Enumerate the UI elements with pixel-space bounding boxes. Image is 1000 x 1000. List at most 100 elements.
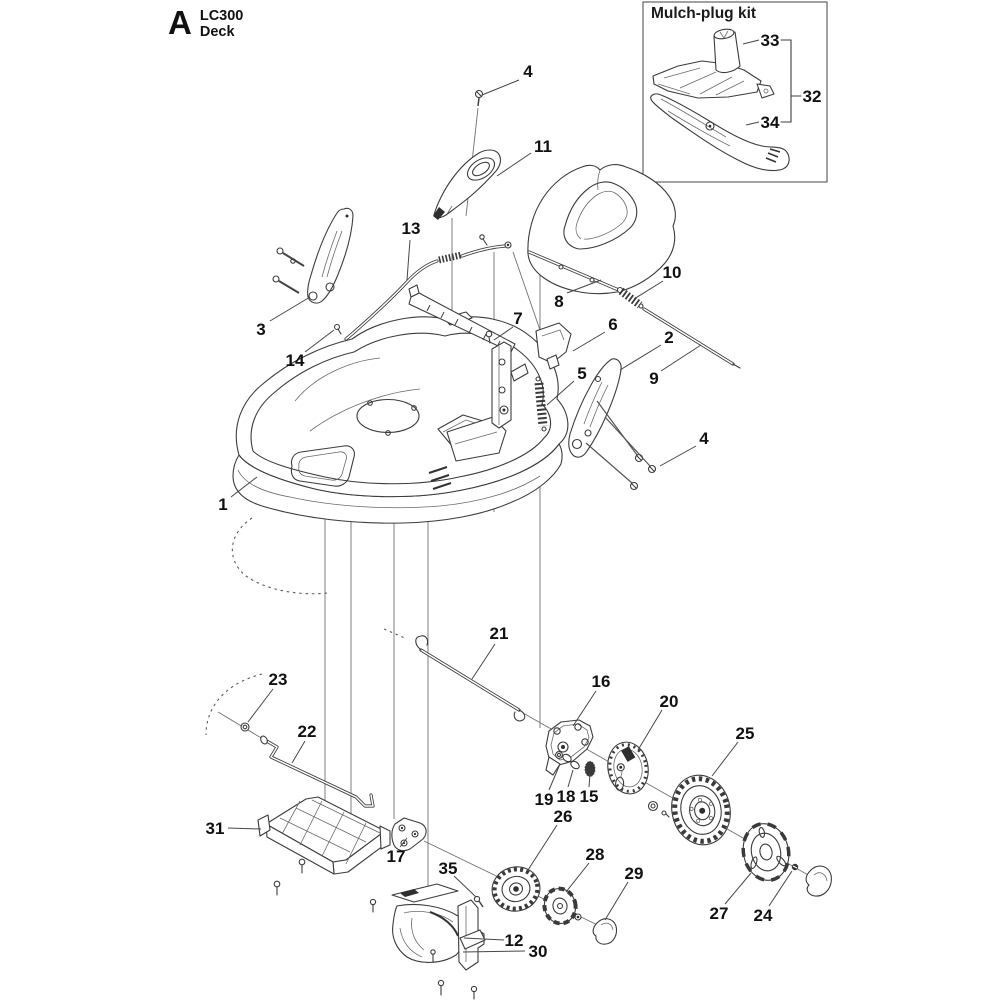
part-label-35: 35 [439, 859, 458, 878]
leader-line-27 [724, 872, 752, 905]
right-handle-bracket [568, 358, 657, 491]
leader-line-4b [659, 445, 697, 467]
leader-line-17 [399, 837, 408, 848]
leader-line-19 [548, 763, 561, 791]
leader-line-23 [247, 688, 274, 723]
mulch-plug-kit-inset [632, 1, 828, 194]
part-label-7: 7 [513, 309, 522, 328]
deck-drawing [232, 311, 569, 524]
part-label-23: 23 [269, 670, 288, 689]
front-hub [542, 886, 578, 926]
leader-lines [227, 39, 793, 953]
part-label-18: 18 [557, 787, 576, 806]
model-code: LC300 [199, 8, 244, 24]
part-label-27: 27 [710, 904, 729, 923]
leader-line-12 [463, 937, 505, 941]
front-baffle-housing [369, 883, 486, 1000]
section-letter: A [168, 4, 192, 41]
part-label-11: 11 [534, 137, 552, 156]
small-screw-35 [473, 895, 484, 908]
part-label-21: 21 [490, 624, 509, 643]
latch-bracket-assembly [446, 330, 529, 462]
leader-line-10 [633, 280, 664, 300]
leader-line-24 [768, 870, 793, 907]
part-label-29: 29 [625, 864, 644, 883]
dashed-handle-guides [205, 517, 408, 736]
front-wheel [491, 866, 541, 912]
hub-cap-front [592, 918, 618, 945]
part-label-12: 12 [505, 931, 524, 950]
kit-bracket [780, 39, 802, 123]
leader-line-9 [660, 344, 702, 372]
rear-wheel [671, 774, 731, 846]
hinge-rod [642, 307, 741, 369]
axle-nut [647, 800, 670, 818]
hub-cap-rear [805, 865, 832, 897]
part-label-4a: 4 [523, 62, 533, 81]
part-label-16: 16 [592, 672, 611, 691]
leader-line-31 [227, 827, 262, 830]
part-label-25: 25 [736, 724, 755, 743]
leader-line-5 [546, 380, 575, 406]
leader-line-18 [567, 769, 574, 788]
part-label-30: 30 [529, 942, 548, 961]
part-label-28: 28 [586, 845, 605, 864]
part-label-32: 32 [803, 87, 822, 106]
leader-line-30 [462, 950, 526, 953]
height-adjust-rod [415, 635, 526, 722]
inset-title: Mulch-plug kit [651, 5, 757, 22]
part-label-31: 31 [206, 819, 225, 838]
leader-line-15 [588, 773, 591, 788]
leader-line-11 [496, 152, 532, 177]
part-label-33: 33 [761, 31, 780, 50]
leader-line-4a [481, 79, 520, 96]
part-label-13: 13 [402, 219, 421, 238]
front-hub-nut [574, 913, 582, 921]
part-label-17: 17 [387, 847, 406, 866]
leader-line-14 [304, 329, 335, 353]
part-label-15: 15 [580, 787, 599, 806]
part-label-34: 34 [761, 113, 780, 132]
mulch-blade-drawing [650, 93, 790, 172]
part-label-6: 6 [608, 315, 617, 334]
leader-line-1 [230, 476, 258, 498]
leader-line-29 [604, 881, 629, 921]
link-rod [260, 735, 375, 808]
gearbox-housing [545, 719, 594, 776]
leader-line-8 [566, 279, 602, 294]
leader-line-7 [493, 326, 514, 341]
leader-line-26 [527, 824, 558, 871]
blade-opening [356, 398, 420, 434]
part-label-10: 10 [663, 263, 682, 282]
lever-screw [474, 89, 484, 107]
discharge-cover [527, 164, 676, 295]
axle-bushing [562, 753, 580, 770]
latch-screw [485, 330, 493, 338]
cable-assembly [344, 234, 512, 341]
handle-lever [433, 89, 501, 220]
left-handle-bracket [272, 207, 354, 335]
wheel-cover [741, 821, 791, 883]
page-identifier: A LC300 Deck [168, 4, 244, 41]
bolt-14 [333, 323, 341, 331]
leader-line-16 [572, 690, 597, 727]
cover-nut [791, 863, 799, 871]
part-label-14: 14 [286, 351, 305, 370]
part-label-5: 5 [577, 364, 586, 383]
leader-line-25 [711, 741, 739, 777]
drive-disc [607, 741, 649, 795]
mulch-plug-drawing [652, 28, 775, 99]
model-subtitle: Deck [199, 24, 235, 40]
part-label-22: 22 [298, 722, 317, 741]
leader-line-6 [572, 331, 606, 352]
lock-nut [240, 722, 250, 732]
leader-line-20 [637, 709, 663, 751]
rear-skirt [257, 796, 391, 896]
part-label-9: 9 [649, 369, 658, 388]
part-label-2: 2 [664, 328, 673, 347]
leader-line-33 [742, 39, 760, 45]
hinge-spring [618, 287, 644, 309]
